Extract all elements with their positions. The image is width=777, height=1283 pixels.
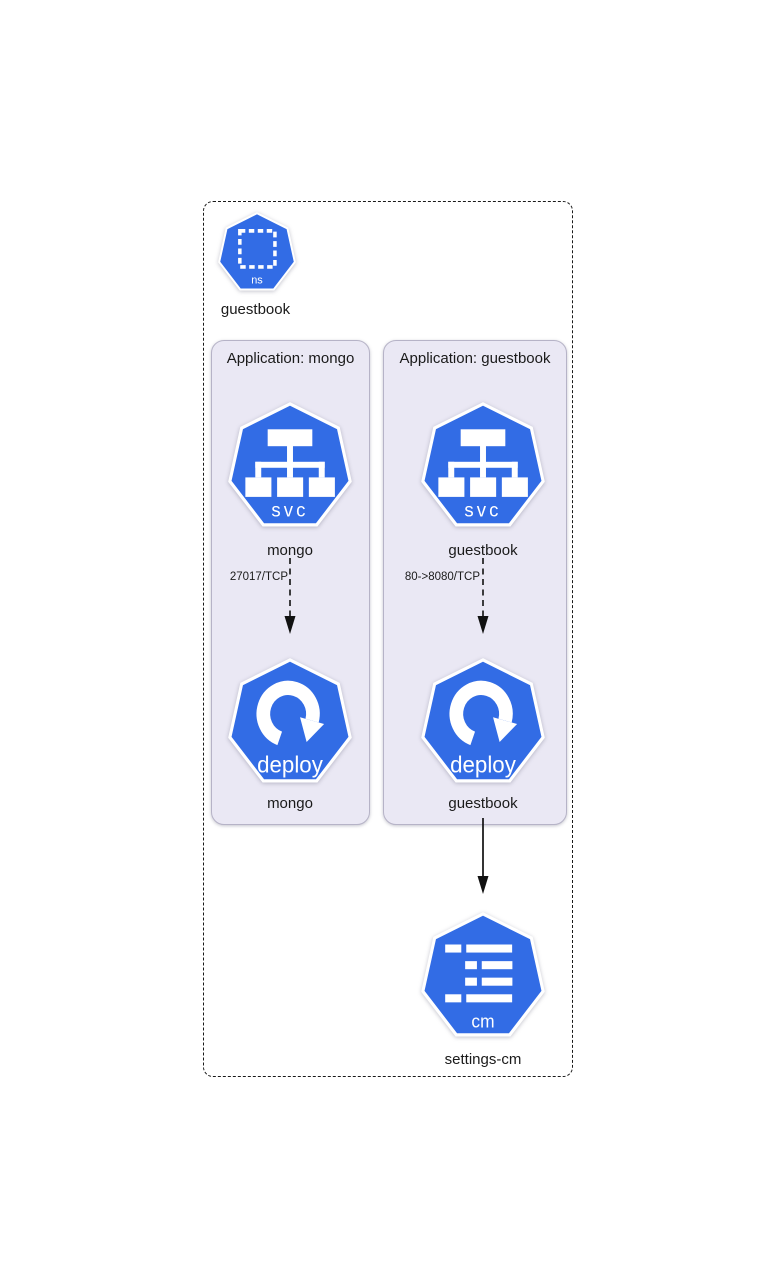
service-kind-text: svc [464, 500, 501, 521]
dashed-arrow [284, 558, 296, 634]
application-group-title: Application: mongo [226, 350, 355, 367]
service-icon: svc [421, 402, 545, 527]
deployment-kind-text: deploy [450, 751, 516, 778]
application-group-title: Application: guestbook [399, 350, 551, 367]
namespace-icon: ns [218, 212, 296, 291]
configmap-lines-glyph [445, 944, 513, 1003]
namespace-label: guestbook [220, 301, 291, 318]
configmap-icon: cm [421, 912, 545, 1037]
deployment-kind-text: deploy [257, 751, 323, 778]
configmap-kind-text: cm [471, 1011, 494, 1031]
edge-port-label: 27017/TCP [229, 571, 288, 583]
rotating-arrow-glyph [449, 680, 518, 746]
dashed-arrow [477, 558, 489, 634]
heptagon-shape [421, 658, 545, 783]
service-tree-glyph [438, 429, 528, 497]
heptagon-shape [421, 912, 545, 1037]
configmap-label: settings-cm [444, 1051, 522, 1068]
solid-arrow [477, 818, 489, 894]
deployment-label: guestbook [448, 795, 518, 812]
namespace-boundary [203, 201, 573, 1077]
service-label: mongo [267, 542, 313, 559]
heptagon-shape [228, 658, 352, 783]
namespace-kind-text: ns [251, 274, 263, 286]
service-kind-text: svc [271, 500, 308, 521]
service-icon: svc [228, 402, 352, 527]
deployment-icon: deploy [228, 658, 352, 783]
rotating-arrow-glyph [256, 680, 325, 746]
service-tree-glyph [245, 429, 335, 497]
deployment-icon: deploy [421, 658, 545, 783]
service-label: guestbook [448, 542, 518, 559]
dashed-square-glyph [238, 229, 277, 269]
deployment-label: mongo [267, 795, 313, 812]
edge-port-label: 80->8080/TCP [404, 571, 480, 583]
